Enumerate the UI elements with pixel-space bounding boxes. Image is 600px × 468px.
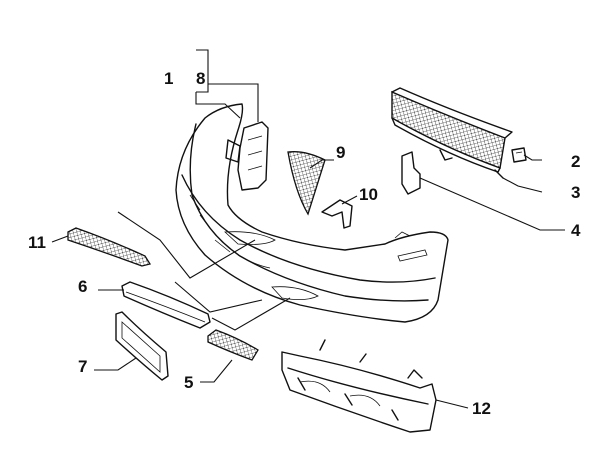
part-4-side-bracket	[401, 151, 421, 195]
callout-11: 11	[28, 233, 46, 252]
callout-3: 3	[571, 183, 580, 202]
part-12-lower-grille	[281, 339, 437, 433]
callout-1: 1	[164, 69, 173, 88]
upper-grille	[391, 87, 513, 179]
part-8-bracket	[225, 121, 269, 191]
part-10-clip	[321, 199, 353, 229]
part-5-mesh-insert	[207, 329, 259, 361]
part-9-side-mesh	[287, 151, 326, 216]
callout-9: 9	[336, 143, 345, 162]
front-bumper-shell	[175, 103, 449, 323]
part-6-trim-strip	[121, 281, 211, 329]
part-2-small-clip	[511, 147, 527, 163]
callout-5: 5	[184, 373, 193, 392]
callout-10: 10	[359, 185, 378, 204]
callout-12: 12	[472, 399, 491, 418]
callout-8: 8	[196, 69, 205, 88]
callout-7: 7	[78, 357, 87, 376]
callout-6: 6	[78, 277, 87, 296]
part-7-plate-holder	[115, 311, 169, 381]
leader-lines	[51, 49, 565, 409]
part-11-mesh-strip	[67, 227, 152, 267]
callout-labels: 1 2 3 4 5 6 7 8 9 10 11 12	[28, 69, 581, 418]
callout-2: 2	[571, 152, 580, 171]
callout-4: 4	[571, 221, 581, 240]
